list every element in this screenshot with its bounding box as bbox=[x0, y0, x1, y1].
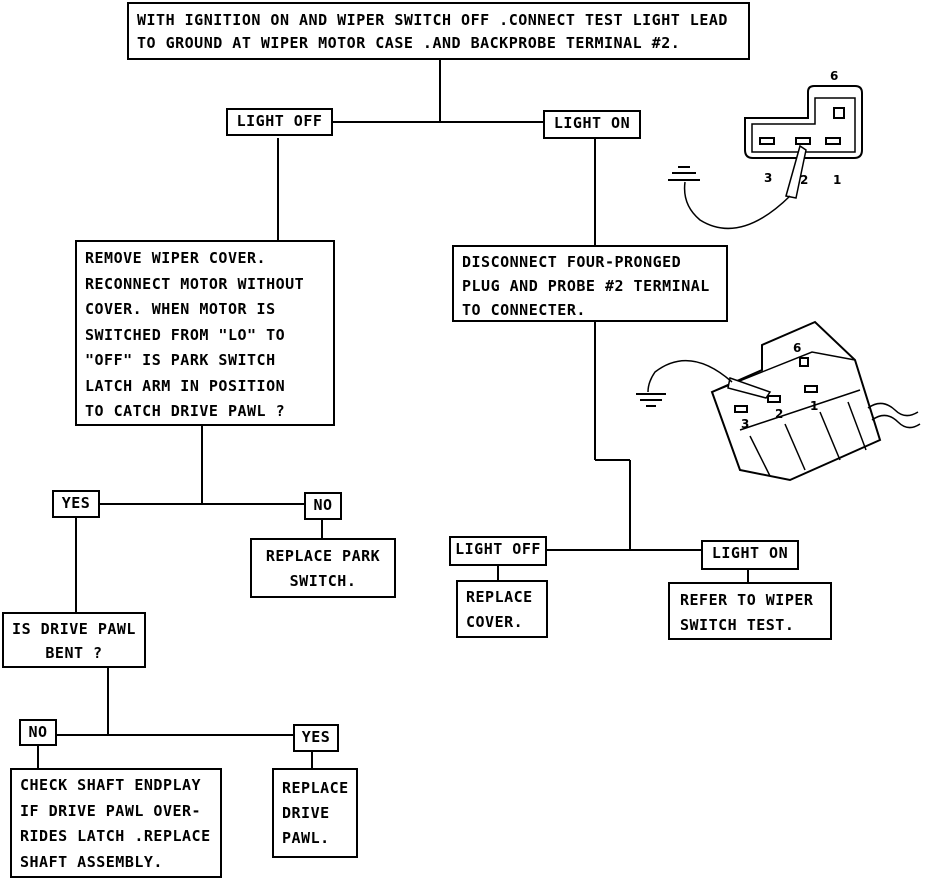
instruction-line: SWITCH. bbox=[289, 572, 357, 590]
remove-cover-box: REMOVE WIPER COVER. RECONNECT MOTOR WITH… bbox=[75, 240, 335, 426]
connector-rib bbox=[847, 401, 867, 451]
terminal-3 bbox=[734, 405, 748, 413]
connector-light-on: LIGHT ON bbox=[701, 540, 799, 570]
terminal-1 bbox=[825, 137, 841, 145]
pawl-question-box: IS DRIVE PAWL BENT ? bbox=[2, 612, 146, 668]
branch-label: YES bbox=[61, 494, 91, 512]
check-shaft-box: CHECK SHAFT ENDPLAY IF DRIVE PAWL OVER- … bbox=[10, 768, 222, 878]
pin-label-2: 2 bbox=[775, 407, 783, 421]
pin-label-3: 3 bbox=[741, 417, 749, 431]
instruction-line: IS DRIVE PAWL bbox=[12, 620, 136, 638]
instruction-line: REMOVE WIPER COVER. bbox=[85, 249, 267, 267]
connector-rib bbox=[819, 411, 841, 461]
start-instruction-box: WITH IGNITION ON AND WIPER SWITCH OFF .C… bbox=[127, 2, 750, 60]
instruction-line: REPLACE PARK bbox=[265, 547, 381, 565]
branch-label: NO bbox=[28, 723, 48, 741]
branch-label: LIGHT ON bbox=[711, 544, 789, 562]
pawl-no-label: NO bbox=[19, 719, 57, 746]
pin-label-3: 3 bbox=[764, 171, 772, 185]
instruction-line: TO CONNECTER. bbox=[462, 301, 586, 319]
instruction-line: LATCH ARM IN POSITION bbox=[85, 376, 286, 395]
branch-label: LIGHT OFF bbox=[236, 112, 323, 130]
replace-park-switch-box: REPLACE PARK SWITCH. bbox=[250, 538, 396, 598]
park-yes-label: YES bbox=[52, 490, 100, 518]
refer-switch-test-box: REFER TO WIPER SWITCH TEST. bbox=[668, 582, 832, 640]
instruction-line: COVER. WHEN MOTOR IS bbox=[85, 300, 276, 318]
instruction-line: REPLACE bbox=[282, 779, 349, 797]
branch-label: LIGHT OFF bbox=[455, 540, 541, 558]
instruction-line: TO CATCH DRIVE PAWL ? bbox=[85, 402, 286, 420]
test-lead-wire bbox=[647, 359, 733, 393]
connector-bottom-illustration bbox=[636, 320, 921, 482]
branch-light-on: LIGHT ON bbox=[543, 110, 641, 139]
pin-label-6: 6 bbox=[830, 69, 838, 83]
terminal-6 bbox=[833, 107, 845, 119]
pin-label-2: 2 bbox=[800, 173, 808, 187]
instruction-line: DRIVE bbox=[282, 804, 330, 822]
connector-top-illustration bbox=[668, 85, 863, 230]
instruction-line: REFER TO WIPER bbox=[680, 591, 814, 609]
pin-label-1: 1 bbox=[810, 399, 818, 413]
park-no-label: NO bbox=[304, 492, 342, 520]
harness-wire bbox=[871, 414, 921, 429]
instruction-line: SWITCHED FROM "LO" TO bbox=[85, 325, 286, 344]
instruction-line: PAWL. bbox=[282, 829, 330, 847]
terminal-2 bbox=[767, 395, 781, 403]
terminal-2 bbox=[795, 137, 811, 145]
instruction-line: SWITCH TEST. bbox=[680, 616, 795, 634]
terminal-1 bbox=[804, 385, 818, 393]
harness-wire bbox=[867, 402, 919, 417]
instruction-line: SHAFT ASSEMBLY. bbox=[20, 852, 163, 871]
instruction-line: DISCONNECT FOUR-PRONGED bbox=[462, 253, 682, 271]
terminal-3 bbox=[759, 137, 775, 145]
instruction-line: CHECK SHAFT ENDPLAY bbox=[20, 776, 202, 794]
instruction-line: BENT ? bbox=[45, 644, 103, 662]
instruction-line: "OFF" IS PARK SWITCH bbox=[85, 351, 276, 369]
instruction-line: RIDES LATCH .REPLACE bbox=[20, 827, 211, 845]
branch-label: NO bbox=[313, 496, 333, 514]
branch-label: LIGHT ON bbox=[553, 114, 631, 132]
replace-drive-pawl-box: REPLACE DRIVE PAWL. bbox=[272, 768, 358, 858]
instruction-line: RECONNECT MOTOR WITHOUT bbox=[85, 274, 305, 293]
replace-cover-box: REPLACE COVER. bbox=[456, 580, 548, 638]
branch-label: YES bbox=[301, 728, 331, 746]
test-probe bbox=[727, 377, 772, 399]
pin-label-1: 1 bbox=[833, 173, 841, 187]
connector-edge bbox=[711, 351, 856, 393]
instruction-line: PLUG AND PROBE #2 TERMINAL bbox=[462, 277, 710, 295]
instruction-line: REPLACE bbox=[466, 588, 533, 606]
pin-label-6: 6 bbox=[793, 341, 801, 355]
instruction-line: TO GROUND AT WIPER MOTOR CASE .AND BACKP… bbox=[137, 34, 681, 52]
disconnect-plug-box: DISCONNECT FOUR-PRONGED PLUG AND PROBE #… bbox=[452, 245, 728, 322]
test-lead-wire bbox=[683, 181, 791, 230]
connector-light-off: LIGHT OFF bbox=[449, 536, 547, 566]
instruction-line: WITH IGNITION ON AND WIPER SWITCH OFF .C… bbox=[137, 11, 728, 29]
test-probe bbox=[785, 144, 807, 199]
terminal-6 bbox=[799, 357, 809, 367]
connector-edge bbox=[739, 389, 861, 431]
pawl-yes-label: YES bbox=[293, 724, 339, 752]
connector-rib bbox=[749, 435, 771, 477]
instruction-line: COVER. bbox=[466, 613, 524, 631]
instruction-line: IF DRIVE PAWL OVER- bbox=[20, 801, 202, 820]
connector-rib bbox=[784, 423, 806, 471]
branch-light-off: LIGHT OFF bbox=[226, 108, 333, 136]
